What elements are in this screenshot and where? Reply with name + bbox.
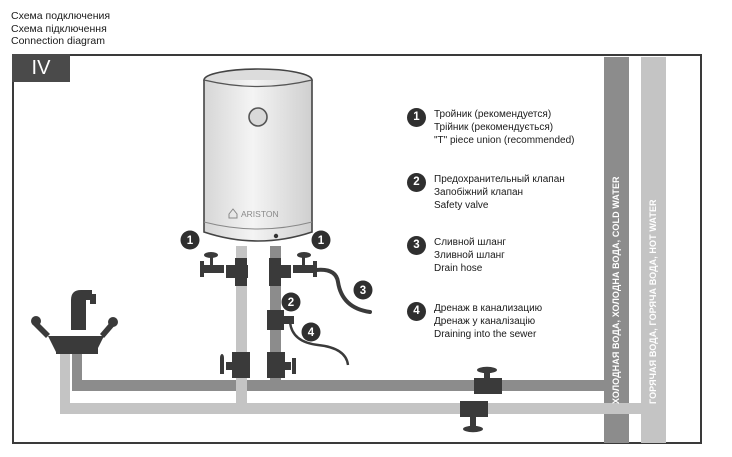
main-valve-hot bbox=[460, 401, 488, 433]
safety-valve bbox=[267, 310, 294, 330]
legend-item-drain-hose: 3 Сливной шланг Зливной шланг Drain hose bbox=[407, 236, 506, 275]
diagram-frame bbox=[12, 54, 702, 444]
header-title-ru: Схема подключения bbox=[11, 10, 111, 22]
svg-text:1: 1 bbox=[318, 235, 325, 247]
header: Схема подключения Схема підключення Conn… bbox=[11, 10, 110, 48]
cold-water-riser bbox=[604, 57, 629, 443]
hot-water-riser bbox=[641, 57, 666, 443]
header-title-uk: Схема підключення bbox=[11, 22, 107, 35]
legend-text-ru: Дренаж в канализацию bbox=[434, 303, 543, 314]
legend-text-en: Draining into the sewer bbox=[434, 329, 537, 340]
mixer-hot-feed bbox=[60, 354, 70, 414]
legend-item-drainage: 4 Дренаж в канализацию Дренаж у каналіза… bbox=[407, 302, 542, 341]
legend-text-en: Drain hose bbox=[434, 263, 483, 274]
legend-text-ru: Тройник (рекомендуется) bbox=[434, 109, 552, 120]
svg-text:2: 2 bbox=[288, 297, 294, 309]
marker-drain-hose: 3 bbox=[353, 280, 373, 300]
legend-number: 4 bbox=[407, 302, 426, 321]
thermostat-knob bbox=[248, 107, 268, 127]
cold-water-label: ХОЛОДНАЯ ВОДА, ХОЛОДНА ВОДА, COLD WATER bbox=[611, 176, 621, 404]
ariston-logo-icon bbox=[228, 208, 238, 219]
indicator-light bbox=[273, 233, 279, 239]
hot-outlet-pipe bbox=[236, 246, 247, 414]
marker-tee-right: 1 bbox=[311, 230, 331, 250]
legend-text-uk: Запобіжний клапан bbox=[434, 187, 524, 198]
marker-tee-left: 1 bbox=[180, 230, 200, 250]
hot-water-main bbox=[62, 403, 644, 414]
drain-hose bbox=[314, 267, 372, 314]
legend-number: 1 bbox=[407, 108, 426, 127]
shutoff-valve-cold bbox=[267, 352, 296, 378]
legend-text-uk: Дренаж у каналізацію bbox=[434, 316, 536, 327]
legend-text-uk: Трійник (рекомендується) bbox=[434, 122, 554, 133]
legend-text-uk: Зливной шланг bbox=[434, 250, 505, 261]
marker-safety-valve: 2 bbox=[281, 292, 301, 312]
legend-text-en: "T" piece union (recommended) bbox=[434, 135, 575, 146]
main-valve-cold bbox=[474, 366, 502, 394]
scheme-number: IV bbox=[12, 54, 70, 82]
water-heater-tank bbox=[203, 68, 313, 242]
legend-number: 3 bbox=[407, 236, 426, 255]
marker-drainage: 4 bbox=[301, 322, 321, 342]
tee-fitting-left bbox=[200, 252, 248, 286]
mixer-faucet bbox=[31, 290, 118, 354]
svg-text:4: 4 bbox=[308, 327, 315, 339]
svg-text:3: 3 bbox=[360, 285, 366, 297]
heater-brand: ARISTON bbox=[241, 209, 279, 219]
legend-text-ru: Предохранительный клапан bbox=[434, 174, 565, 185]
hot-water-label: ГОРЯЧАЯ ВОДА, ГОРЯЧА ВОДА, HOT WATER bbox=[648, 199, 658, 404]
legend-text-ru: Сливной шланг bbox=[434, 237, 506, 248]
header-title-en: Connection diagram bbox=[11, 35, 105, 47]
legend-item-safety-valve: 2 Предохранительный клапан Запобіжний кл… bbox=[407, 173, 565, 212]
svg-text:1: 1 bbox=[187, 235, 194, 247]
legend-number: 2 bbox=[407, 173, 426, 192]
legend-item-tee: 1 Тройник (рекомендуется) Трійник (реком… bbox=[407, 108, 575, 147]
mixer-cold-feed bbox=[72, 354, 82, 391]
drainage-hose bbox=[288, 321, 350, 366]
shutoff-valve-hot bbox=[220, 352, 250, 378]
cold-water-main bbox=[74, 380, 607, 391]
legend-text-en: Safety valve bbox=[434, 200, 489, 211]
